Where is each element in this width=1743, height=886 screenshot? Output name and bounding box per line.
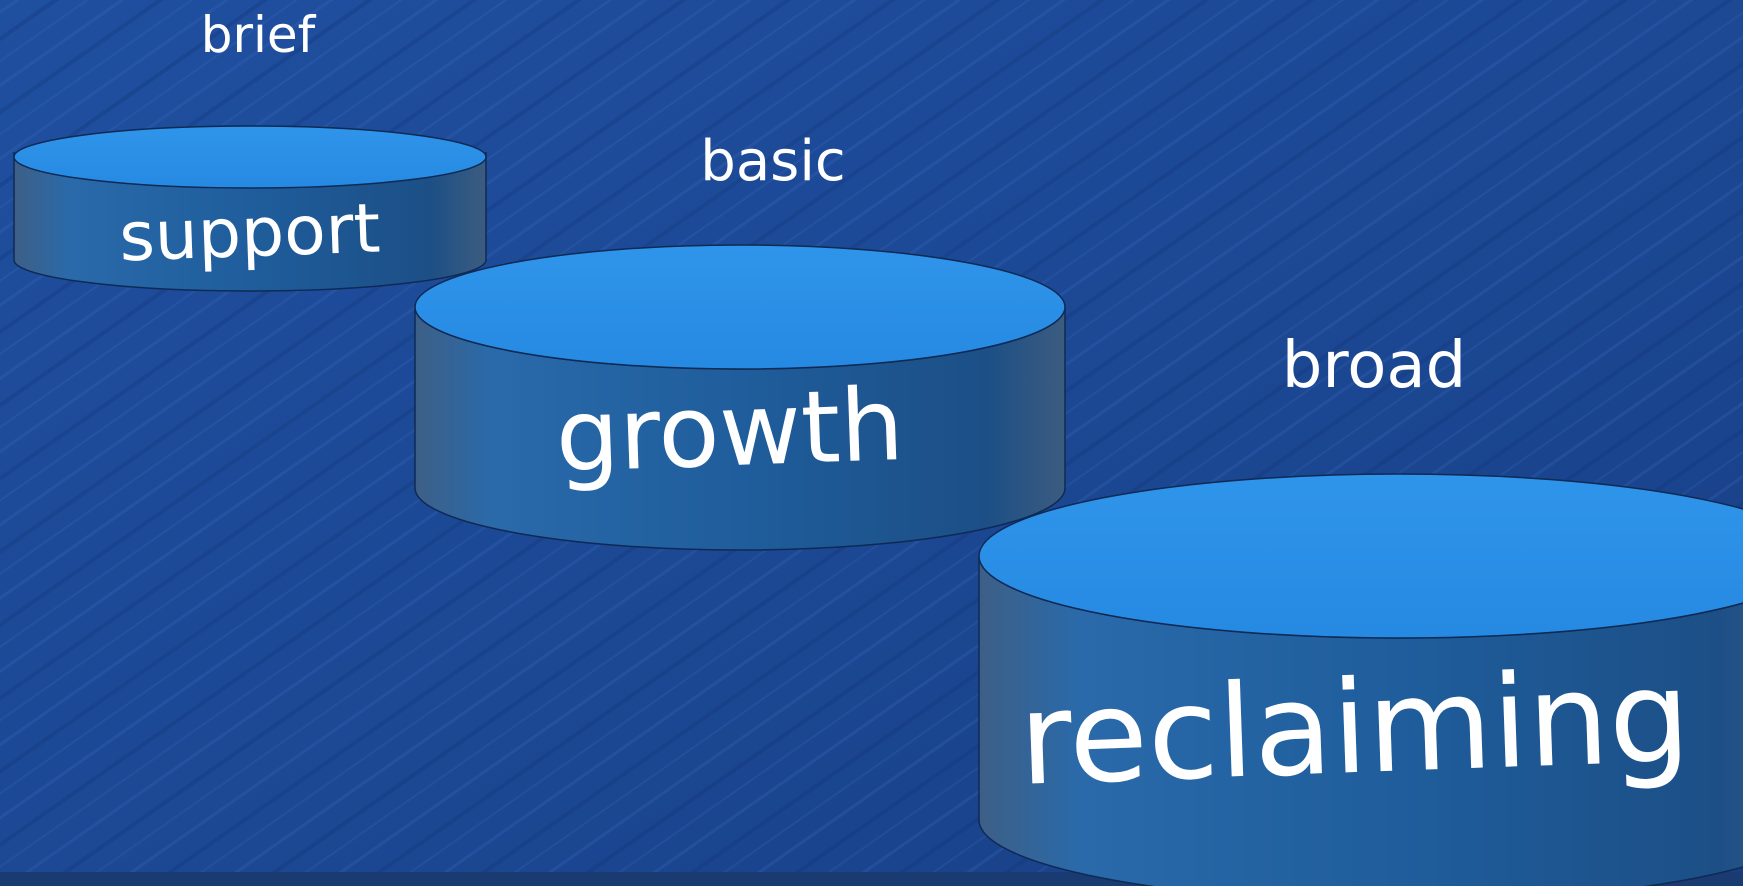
disk-support-label: support [118, 189, 382, 277]
disk-reclaiming-label: reclaiming [1017, 642, 1693, 814]
caption-brief: brief [201, 6, 317, 64]
disk-support-top [13, 125, 487, 189]
disk-reclaiming: reclaiming [978, 473, 1743, 886]
disk-growth: growth [414, 244, 1066, 551]
disk-growth-label: growth [554, 366, 906, 495]
caption-broad: broad [1282, 329, 1467, 403]
caption-basic: basic [700, 129, 845, 194]
disk-growth-top [414, 244, 1066, 370]
disk-support: support [13, 125, 487, 292]
disk-reclaiming-top [978, 473, 1743, 639]
